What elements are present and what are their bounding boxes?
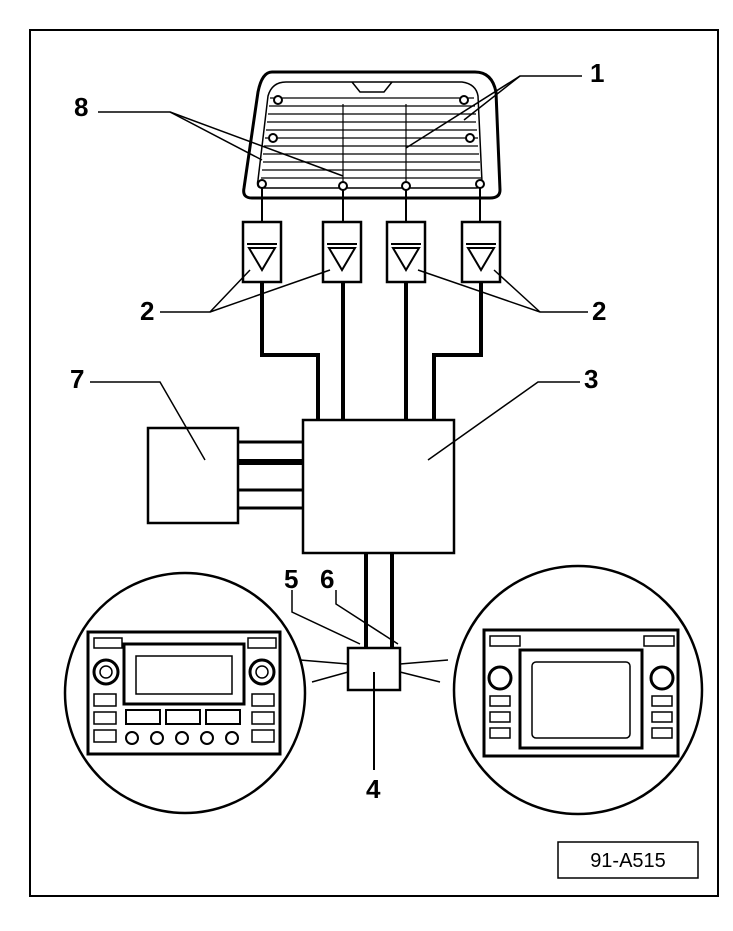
- callout-5: 5: [284, 564, 298, 594]
- callout-2-left: 2: [140, 296, 154, 326]
- output-cables: [364, 553, 394, 648]
- navigation-unit-right: [452, 564, 704, 816]
- callout-leaders: [90, 75, 588, 645]
- auxiliary-unit: [146, 426, 240, 525]
- callout-2-right: 2: [592, 296, 606, 326]
- radio-leaders: [299, 659, 449, 683]
- control-unit: [301, 418, 456, 555]
- figure-reference: 91-A515: [557, 841, 699, 879]
- antenna-amplifier: [241, 220, 283, 284]
- figure-reference-label: 91-A515: [590, 850, 666, 872]
- antenna-amplifier: [460, 220, 502, 284]
- antenna-amplifier: [321, 220, 363, 284]
- callout-4: 4: [366, 774, 381, 804]
- callout-6: 6: [320, 564, 334, 594]
- callout-7: 7: [70, 364, 84, 394]
- antenna-amplifiers: [241, 220, 502, 284]
- amplifier-cables: [260, 282, 483, 420]
- antenna-leads: [261, 188, 481, 222]
- radio-unit-left: [63, 571, 307, 815]
- aux-cables: [238, 440, 303, 510]
- callout-8: 8: [74, 92, 88, 122]
- antenna-amplifier: [385, 220, 427, 284]
- callout-3: 3: [584, 364, 598, 394]
- rear-window: [242, 70, 502, 200]
- callout-1: 1: [590, 58, 604, 88]
